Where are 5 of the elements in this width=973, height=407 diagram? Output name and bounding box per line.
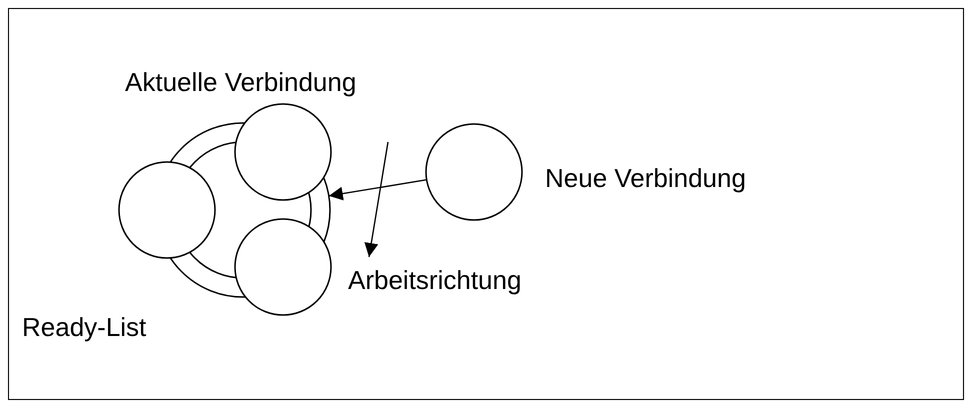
node-caption: Neue Verbindung [545,163,746,193]
annotation-label: Arbeitsrichtung [348,265,522,295]
node-caption: Ready-List [22,312,146,342]
node-caption: Aktuelle Verbindung [125,67,356,97]
arrow [328,179,427,201]
